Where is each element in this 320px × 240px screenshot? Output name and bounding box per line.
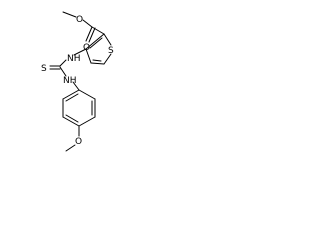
atom-label-upper-nh: NH — [67, 54, 81, 64]
structure-canvas: O O S NH S NH O — [0, 0, 130, 160]
atom-label-methoxy-o: O — [75, 137, 82, 147]
bond-ring-1 — [78, 89, 96, 100]
bond-carbonyl-double-1 — [85, 26, 93, 42]
bond-ring-3 — [78, 116, 96, 127]
bond-c5-c4 — [90, 62, 105, 65]
atom-label-thione-s: S — [41, 64, 47, 74]
bond-carbonyl-double-2 — [88, 27, 96, 43]
bond-nh-ring — [72, 81, 80, 91]
bond-methyl-ester-o — [62, 11, 77, 18]
bond-methoxy-methyl — [65, 144, 76, 152]
bond-ring-4-double — [65, 114, 79, 123]
atom-label-carbonyl-o: O — [83, 43, 90, 53]
bond-c4-c5-double — [92, 59, 102, 62]
bond-c4-c3 — [85, 48, 92, 64]
bond-carbonyl-c2 — [91, 26, 105, 35]
bond-s-c5 — [103, 53, 112, 65]
bond-nh-thiourea-c — [59, 59, 67, 67]
atom-label-thiophene-s: S — [108, 46, 114, 56]
bond-ester-o-carbonyl-c — [82, 19, 93, 28]
bond-c3-c2-double — [89, 37, 103, 49]
bond-c2-s — [103, 33, 112, 46]
bonds — [49, 11, 112, 152]
molecule-structure: O O S NH S NH O — [41, 11, 114, 152]
bond-c3-nh — [73, 48, 87, 56]
atom-labels: O O S NH S NH O — [41, 15, 114, 147]
bond-c3-c2 — [85, 33, 105, 50]
atom-label-lower-nh: NH — [63, 76, 77, 86]
atom-label-ester-o: O — [76, 15, 83, 25]
bond-thiourea-c-nh — [59, 66, 67, 77]
bond-ring-6 — [62, 89, 80, 100]
bond-ring-6-double — [65, 93, 79, 102]
bond-ring-4 — [62, 116, 80, 127]
